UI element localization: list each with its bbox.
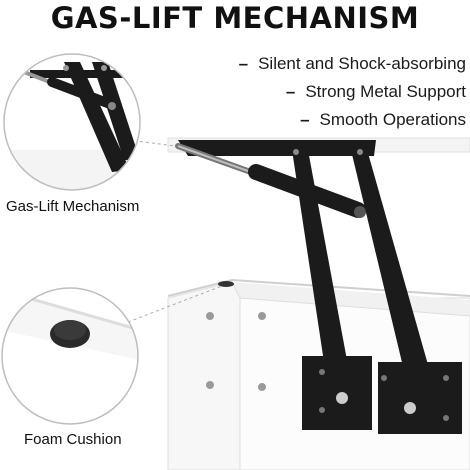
feature-text: Strong Metal Support (305, 82, 466, 101)
feature-item: –Smooth Operations (206, 106, 466, 134)
feature-text: Smooth Operations (319, 110, 466, 129)
gas-lift-mechanism (175, 140, 462, 434)
page-title: GAS-LIFT MECHANISM (50, 1, 420, 35)
gas-lift-caption: Gas-Lift Mechanism (6, 198, 140, 215)
gas-lift-callout (3, 53, 177, 191)
feature-text: Silent and Shock-absorbing (258, 54, 466, 73)
foam-cushion-caption: Foam Cushion (24, 431, 122, 448)
screw-icon (258, 383, 266, 391)
feature-bullet: – (238, 54, 249, 73)
feature-list: –Silent and Shock-absorbing –Strong Meta… (206, 50, 466, 134)
screw-icon (258, 312, 266, 320)
foam-cushion-callout (1, 285, 223, 425)
foam-cushion-icon (218, 281, 234, 287)
screw-icon (206, 381, 214, 389)
feature-item: –Silent and Shock-absorbing (206, 50, 466, 78)
feature-item: –Strong Metal Support (206, 78, 466, 106)
feature-bullet: – (285, 82, 296, 101)
screw-icon (206, 312, 214, 320)
feature-bullet: – (300, 110, 310, 129)
